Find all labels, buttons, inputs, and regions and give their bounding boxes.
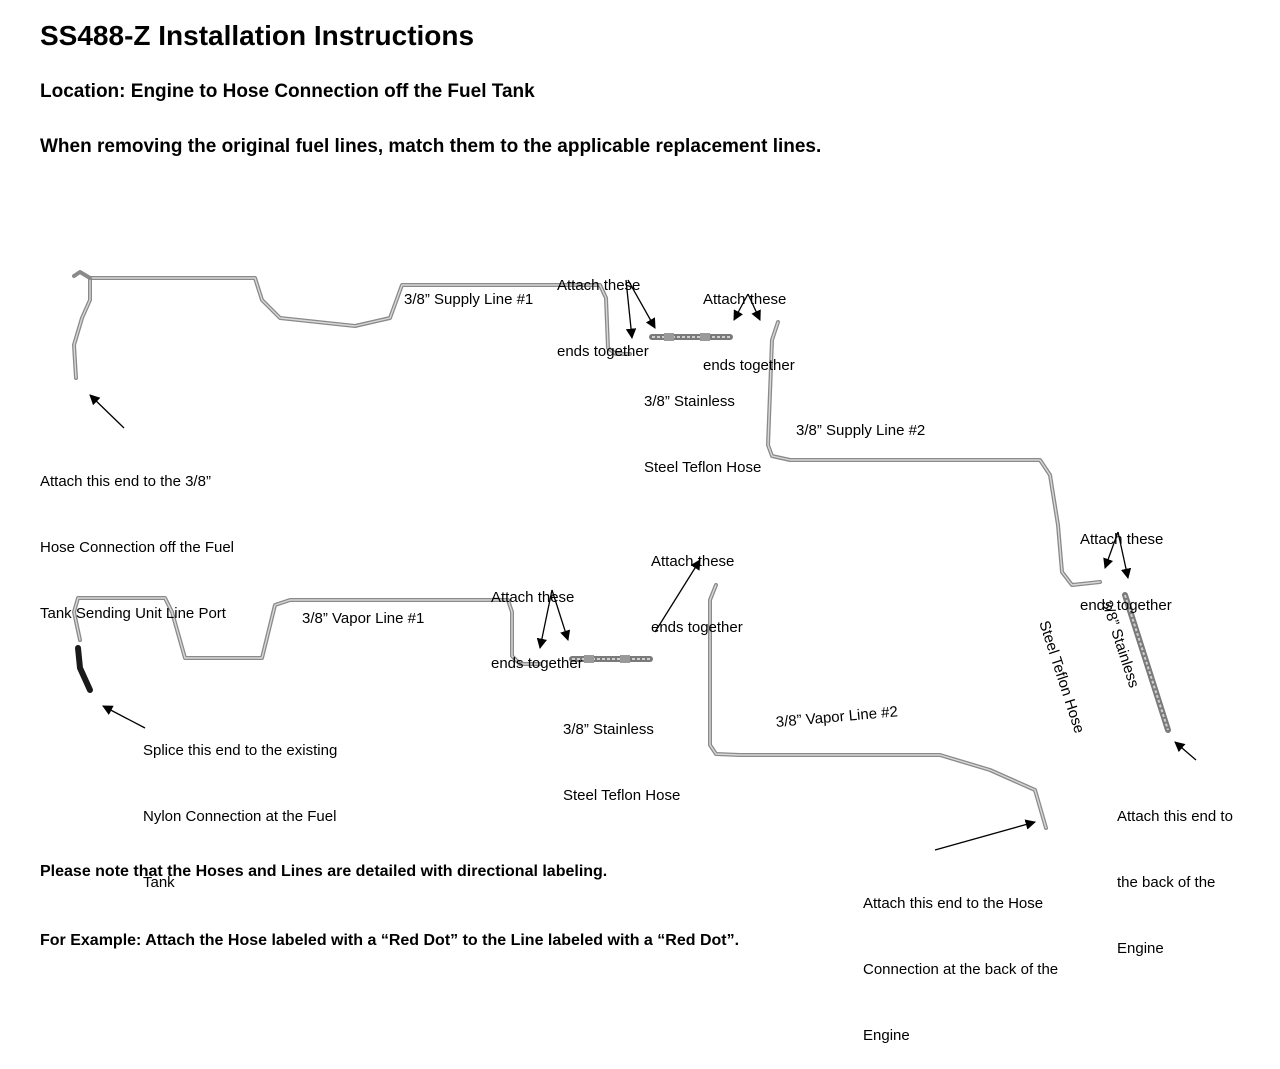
vapor-line-1 xyxy=(72,596,542,693)
attach-label-a-line2: ends together xyxy=(557,343,649,360)
splice-end-label-line2: Nylon Connection at the Fuel xyxy=(143,808,337,825)
arrow-attach-d-right xyxy=(551,589,571,641)
arrow-attach-a-right xyxy=(627,279,656,329)
engine-bottom-label: Attach this end to the Hose Connection a… xyxy=(863,849,1058,1069)
arrow-attach-c-right xyxy=(1117,531,1132,580)
stainless-hose-top xyxy=(649,333,733,341)
fuel-line-diagram xyxy=(72,270,1197,851)
directional-note-line1: Please note that the Hoses and Lines are… xyxy=(40,863,608,880)
attach-label-a: Attach these ends together xyxy=(557,231,649,385)
arrow-splice-end xyxy=(102,705,146,729)
tank-end-label-line3: Tank Sending Unit Line Port xyxy=(40,605,226,622)
page-title: SS488-Z Installation Instructions xyxy=(40,20,475,51)
tank-end-label: Attach this end to the 3/8” Hose Connect… xyxy=(40,427,234,647)
hose-top-label: 3/8” Stainless Steel Teflon Hose xyxy=(644,347,761,501)
arrow-group xyxy=(89,279,1197,851)
attach-label-e: Attach these ends together xyxy=(651,507,743,661)
supply-line-2-label: 3/8” Supply Line #2 xyxy=(796,422,926,439)
supply-line-1 xyxy=(72,270,632,380)
splice-end-label-line1: Splice this end to the existing xyxy=(143,742,338,759)
engine-right-label: Attach this end to the back of the Engin… xyxy=(1117,762,1233,982)
vapor-line-2 xyxy=(708,583,1048,830)
hose-bottom-label-line2: Steel Teflon Hose xyxy=(563,787,681,804)
stainless-hose-bottom xyxy=(569,655,653,663)
arrow-attach-e xyxy=(654,559,701,633)
engine-right-label-line3: Engine xyxy=(1117,940,1164,957)
arrow-attach-d-left xyxy=(536,589,553,650)
supply-line-1-label: 3/8” Supply Line #1 xyxy=(404,291,534,308)
tank-end-label-line2: Hose Connection off the Fuel xyxy=(40,539,235,556)
vapor-line-1-label: 3/8” Vapor Line #1 xyxy=(302,610,425,627)
attach-label-d-line2: ends together xyxy=(491,655,583,672)
attach-label-c-line2: ends together xyxy=(1080,597,1172,614)
attach-label-c-line1: Attach these xyxy=(1080,531,1164,548)
splice-end-label-line3: Tank xyxy=(143,874,175,891)
attach-label-c: Attach these ends together xyxy=(1080,485,1172,639)
attach-label-b-line1: Attach these xyxy=(703,291,787,308)
arrow-attach-c-left xyxy=(1103,531,1119,569)
location-heading: Location: Engine to Hose Connection off … xyxy=(40,81,535,102)
arrow-tank-end xyxy=(89,394,125,429)
engine-right-label-line2: the back of the xyxy=(1117,874,1216,891)
instruction-heading: When removing the original fuel lines, m… xyxy=(40,136,822,157)
splice-end-label: Splice this end to the existing Nylon Co… xyxy=(143,696,337,916)
supply-line-2 xyxy=(766,320,1102,587)
arrow-attach-b-right xyxy=(747,293,761,321)
hose-bottom-label-line1: 3/8” Stainless xyxy=(563,721,654,738)
attach-label-d: Attach these ends together xyxy=(491,543,583,697)
stainless-hose-right xyxy=(1122,592,1171,733)
engine-bottom-label-line2: Connection at the back of the xyxy=(863,961,1059,978)
directional-note-line2: For Example: Attach the Hose labeled wit… xyxy=(40,932,740,949)
directional-note: Please note that the Hoses and Lines are… xyxy=(40,814,739,975)
arrow-attach-a-left xyxy=(625,279,637,340)
attach-label-b: Attach these ends together xyxy=(703,245,795,399)
attach-label-b-line2: ends together xyxy=(703,357,795,374)
attach-label-d-line1: Attach these xyxy=(491,589,575,606)
attach-label-e-line2: ends together xyxy=(651,619,743,636)
engine-bottom-label-line1: Attach this end to the Hose xyxy=(863,895,1044,912)
engine-bottom-label-line3: Engine xyxy=(863,1027,910,1044)
arrow-engine-bottom xyxy=(934,819,1037,851)
hose-bottom-label: 3/8” Stainless Steel Teflon Hose xyxy=(563,675,680,829)
attach-label-a-line1: Attach these xyxy=(557,277,641,294)
arrow-engine-right xyxy=(1174,741,1197,761)
attach-label-e-line1: Attach these xyxy=(651,553,735,570)
hose-top-label-line2: Steel Teflon Hose xyxy=(644,459,762,476)
tank-end-label-line1: Attach this end to the 3/8” xyxy=(40,473,211,490)
hose-top-label-line1: 3/8” Stainless xyxy=(644,393,735,410)
arrow-attach-b-left xyxy=(733,293,749,321)
engine-right-label-line1: Attach this end to xyxy=(1117,808,1233,825)
